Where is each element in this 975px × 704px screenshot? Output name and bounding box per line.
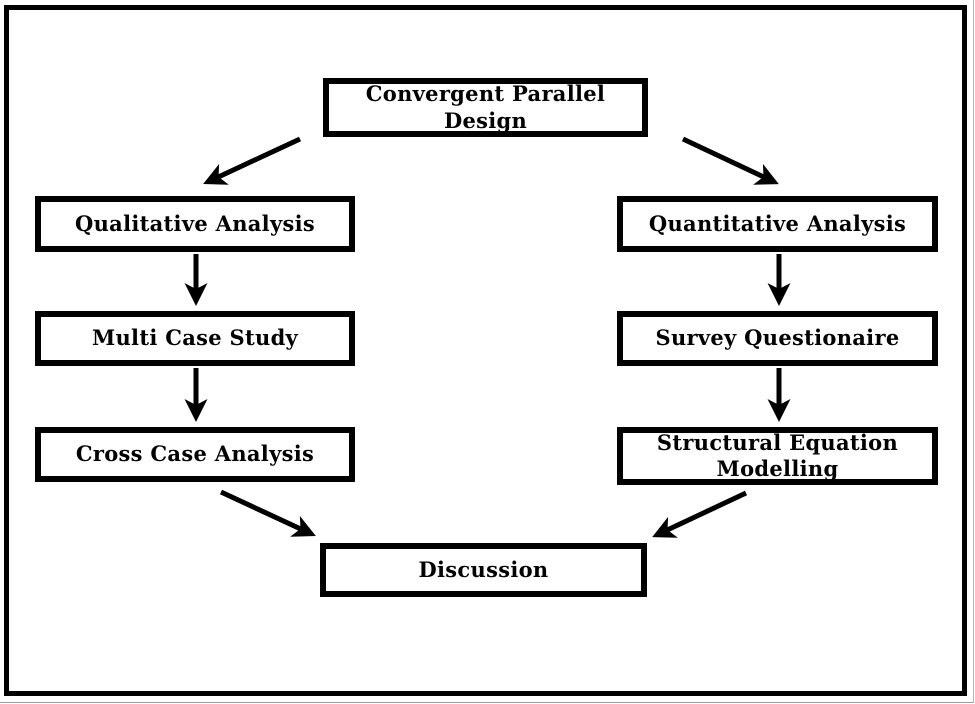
node-qualitative-analysis: Qualitative Analysis [35, 196, 355, 252]
node-survey-questionaire: Survey Questionaire [617, 311, 938, 366]
node-label: Multi Case Study [91, 325, 299, 351]
node-label: Convergent Parallel Design [365, 81, 606, 133]
node-cross-case-analysis: Cross Case Analysis [35, 427, 355, 482]
node-quantitative-analysis: Quantitative Analysis [617, 196, 938, 252]
node-structural-equation-modelling: Structural Equation Modelling [617, 427, 938, 485]
node-multi-case-study: Multi Case Study [35, 311, 355, 366]
node-label: Structural Equation Modelling [656, 429, 899, 481]
node-label: Cross Case Analysis [75, 441, 315, 467]
node-discussion: Discussion [320, 543, 647, 597]
node-label: Discussion [418, 556, 549, 582]
node-convergent-parallel-design: Convergent Parallel Design [323, 78, 648, 137]
node-label: Survey Questionaire [655, 325, 900, 351]
node-label: Qualitative Analysis [75, 210, 315, 236]
node-label: Quantitative Analysis [648, 210, 907, 236]
